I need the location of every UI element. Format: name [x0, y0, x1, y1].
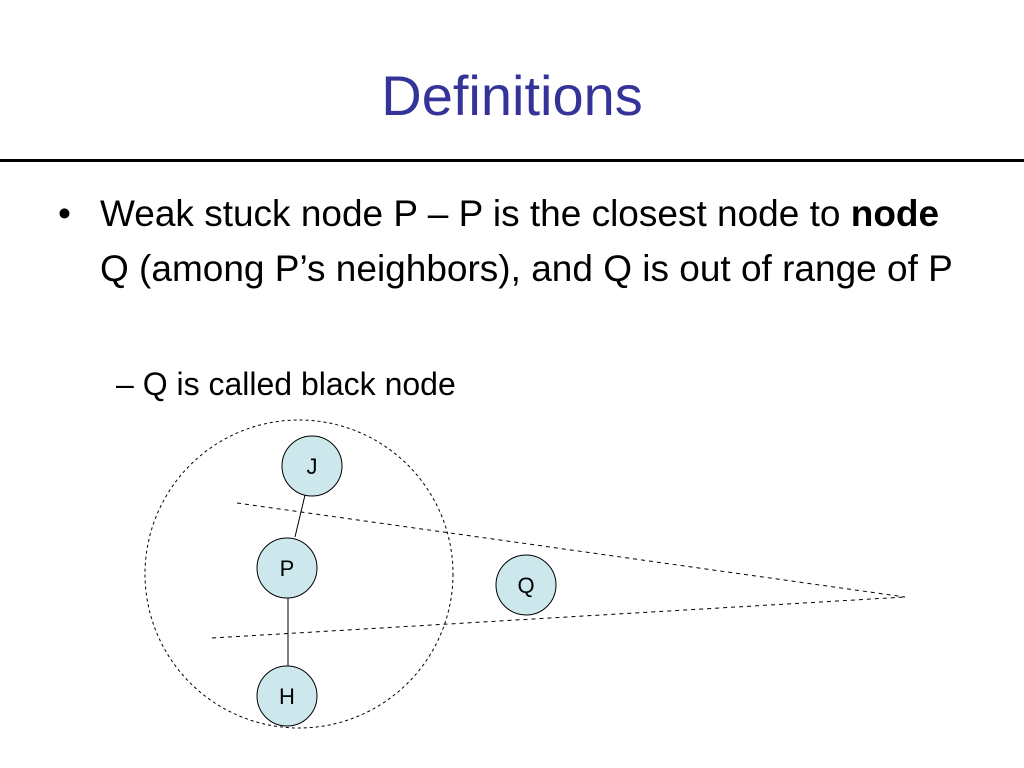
bullet-text-part1: Weak stuck node P – P is the closest nod… [100, 193, 851, 234]
sub-bullet-item: – Q is called black node [116, 362, 816, 406]
cone-line-lower [211, 596, 906, 639]
node-j: J [281, 435, 343, 497]
bullet-text-part2: Q (among P’s neighbors), and Q is out of… [100, 248, 953, 289]
node-h: H [256, 665, 318, 727]
node-p-label: P [280, 556, 295, 581]
bullet-text: Weak stuck node P – P is the closest nod… [100, 186, 970, 296]
cone-line-upper [236, 502, 906, 598]
range-circle [144, 419, 454, 729]
node-q: Q [495, 554, 557, 616]
sub-bullet-dash: – [116, 366, 134, 402]
node-j-label: J [307, 454, 318, 479]
bullet-text-bold: node [850, 193, 940, 234]
bullet-dot: • [58, 193, 71, 234]
sub-bullet-text: Q is called black node [142, 366, 456, 402]
node-h-label: H [279, 684, 295, 709]
edge-j-p [294, 494, 306, 538]
node-q-label: Q [517, 573, 534, 598]
slide-title: Definitions [381, 64, 643, 127]
node-p: P [256, 537, 318, 599]
title-divider [0, 159, 1024, 162]
